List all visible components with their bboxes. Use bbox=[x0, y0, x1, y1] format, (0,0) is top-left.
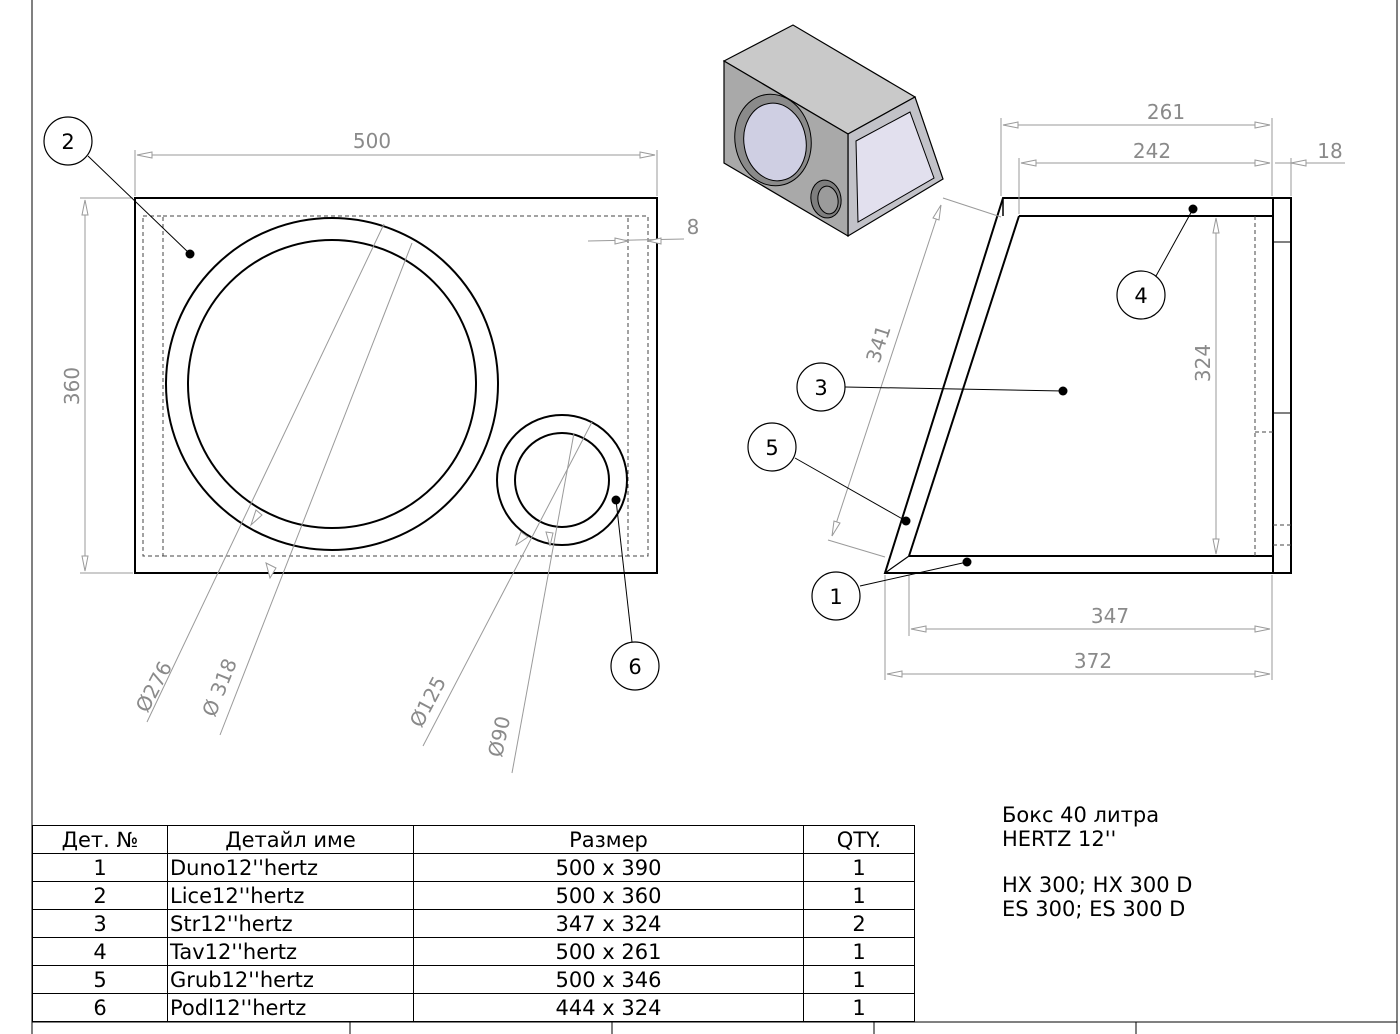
dim-372: 372 bbox=[1074, 649, 1112, 673]
notes-line-2: HERTZ 12'' bbox=[1002, 827, 1117, 851]
port-cutout bbox=[514, 432, 610, 528]
bom-cell-size: 444 x 324 bbox=[413, 993, 804, 1022]
bom-cell-no: 6 bbox=[32, 993, 168, 1022]
port-ring-outer bbox=[496, 414, 628, 546]
balloon-5 bbox=[747, 422, 797, 472]
front-panel-outline bbox=[134, 197, 658, 574]
table-row: 3 Str12''hertz 347 x 324 2 bbox=[32, 909, 915, 938]
dim-18: 18 bbox=[1317, 139, 1342, 163]
table-row: 5 Grub12''hertz 500 x 346 1 bbox=[32, 965, 915, 994]
woofer-cutout bbox=[187, 239, 477, 529]
dim-dia-276: Ø276 bbox=[131, 657, 178, 716]
dim-width-500: 500 bbox=[353, 129, 391, 153]
bom-header-size: Размер bbox=[413, 825, 804, 854]
front-view: 500 360 8 Ø276 Ø 318 Ø125 Ø90 2 6 bbox=[43, 116, 700, 774]
bill-of-materials-table: Дет. № Детайл име Размер QTY. 1 Duno12''… bbox=[32, 825, 915, 1022]
table-row: 2 Lice12''hertz 500 x 360 1 bbox=[32, 881, 915, 910]
dim-inset-8: 8 bbox=[687, 215, 700, 239]
bom-cell-name: Lice12''hertz bbox=[167, 881, 414, 910]
bom-cell-qty: 1 bbox=[803, 937, 915, 966]
dim-dia-125: Ø125 bbox=[405, 672, 452, 731]
bom-cell-name: Tav12''hertz bbox=[167, 937, 414, 966]
bom-header-row: Дет. № Детайл име Размер QTY. bbox=[32, 825, 915, 854]
title-notes: Бокс 40 литра HERTZ 12'' HX 300; HX 300 … bbox=[1002, 803, 1192, 921]
dim-324: 324 bbox=[1191, 344, 1215, 382]
bom-cell-no: 4 bbox=[32, 937, 168, 966]
isometric-view bbox=[722, 24, 944, 238]
dim-height-360: 360 bbox=[60, 367, 84, 405]
balloon-6 bbox=[610, 641, 660, 691]
bom-cell-size: 500 x 360 bbox=[413, 881, 804, 910]
bom-cell-name: Podl12''hertz bbox=[167, 993, 414, 1022]
bom-cell-qty: 1 bbox=[803, 881, 915, 910]
bom-cell-name: Duno12''hertz bbox=[167, 853, 414, 882]
side-panel-outline bbox=[883, 197, 1292, 574]
balloon-5-label: 5 bbox=[765, 436, 778, 460]
bom-cell-qty: 1 bbox=[803, 965, 915, 994]
hidden-edge-left bbox=[142, 215, 164, 557]
balloon-4 bbox=[1116, 270, 1166, 320]
bom-cell-no: 3 bbox=[32, 909, 168, 938]
table-row: 4 Tav12''hertz 500 x 261 1 bbox=[32, 937, 915, 966]
balloon-3-label: 3 bbox=[814, 376, 827, 400]
dim-dia-90: Ø90 bbox=[483, 714, 515, 759]
notes-line-3: HX 300; HX 300 D bbox=[1002, 873, 1193, 897]
bom-cell-no: 1 bbox=[32, 853, 168, 882]
bom-cell-size: 500 x 346 bbox=[413, 965, 804, 994]
dim-261: 261 bbox=[1147, 100, 1185, 124]
dim-dia-318: Ø 318 bbox=[197, 655, 242, 720]
balloon-1 bbox=[811, 571, 861, 621]
bom-header-part-no: Дет. № bbox=[32, 825, 168, 854]
side-view: 261 242 18 324 3 4 1 347 bbox=[747, 100, 1345, 680]
bom-cell-size: 500 x 261 bbox=[413, 937, 804, 966]
bom-cell-size: 500 x 390 bbox=[413, 853, 804, 882]
bom-cell-qty: 1 bbox=[803, 993, 915, 1022]
table-row: 6 Podl12''hertz 444 x 324 1 bbox=[32, 993, 915, 1022]
woofer-ring-outer bbox=[165, 217, 499, 551]
sheet-zone-ticks bbox=[349, 1022, 1137, 1034]
balloon-4-label: 4 bbox=[1134, 284, 1147, 308]
balloon-1-label: 1 bbox=[829, 585, 842, 609]
table-row: 1 Duno12''hertz 500 x 390 1 bbox=[32, 853, 915, 882]
hidden-edge-right bbox=[627, 215, 649, 557]
balloon-2 bbox=[43, 116, 93, 166]
bom-cell-qty: 1 bbox=[803, 853, 915, 882]
bom-header-part-name: Детайл име bbox=[167, 825, 414, 854]
bom-cell-qty: 2 bbox=[803, 909, 915, 938]
balloon-2-label: 2 bbox=[61, 130, 74, 154]
bom-header-qty: QTY. bbox=[803, 825, 915, 854]
balloon-6-label: 6 bbox=[628, 655, 641, 679]
notes-line-4: ES 300; ES 300 D bbox=[1002, 897, 1186, 921]
notes-line-1: Бокс 40 литра bbox=[1002, 803, 1160, 827]
dim-242: 242 bbox=[1133, 139, 1171, 163]
bom-cell-name: Grub12''hertz bbox=[167, 965, 414, 994]
bom-cell-no: 5 bbox=[32, 965, 168, 994]
bom-cell-no: 2 bbox=[32, 881, 168, 910]
bom-cell-size: 347 x 324 bbox=[413, 909, 804, 938]
bom-cell-name: Str12''hertz bbox=[167, 909, 414, 938]
dim-347: 347 bbox=[1091, 604, 1129, 628]
